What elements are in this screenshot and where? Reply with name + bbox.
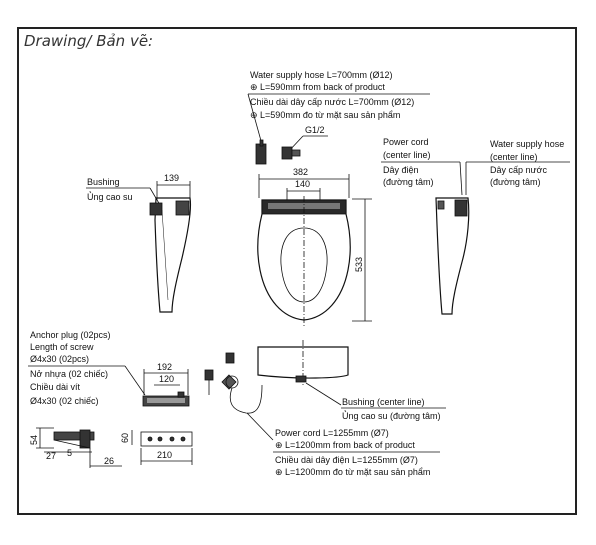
bushing-center-en: Bushing (center line) [342,397,425,407]
water-hose-side-line2: (center line) [490,152,538,162]
water-hose-line3: Chiều dài dây cấp nước L=700mm (Ø12) [250,97,414,107]
power-cord-side-line1: Power cord [383,137,429,147]
drawing-heading: Drawing/ Bản vẽ: [24,32,154,50]
left-side-view: Bushing Ủng cao su 139 [86,173,192,313]
mounting-plate-top: 192 120 [142,362,190,407]
water-hose-side-line4: (đường tâm) [490,177,540,187]
bushing-center-vi: Ủng cao su (đường tâm) [342,410,440,421]
water-hose-callout: Water supply hose L=700mm (Ø12) ⊕ L=590m… [247,70,430,149]
top-view: 382 140 533 [257,167,372,326]
dim-26: 26 [104,456,114,466]
anchor-line2: Length of screw [30,342,94,352]
anchor-line4: Nở nhựa (02 chiếc) [30,369,108,379]
bracket-side: 54 27 5 26 [29,427,122,468]
water-hose-side-line1: Water supply hose [490,139,564,149]
anchor-line1: Anchor plug (02pcs) [30,330,111,340]
power-cord-line3: Chiều dài dây điện L=1255mm (Ø7) [275,455,418,465]
dim-210: 210 [157,450,172,460]
thread-label: G1/2 [305,125,325,135]
dim-139: 139 [164,173,179,183]
power-cord-side-line4: (đường tâm) [383,177,433,187]
power-cord-side-line2: (center line) [383,150,431,160]
anchor-line6: Ø4x30 (02 chiếc) [30,396,99,406]
anchor-line3: Ø4x30 (02pcs) [30,354,89,364]
dim-120: 120 [159,374,174,384]
thread-callout: G1/2 [287,125,328,153]
drawing-frame [17,27,577,515]
power-cord-callout: Power cord L=1255mm (Ø7) ⊕ L=1200mm from… [246,412,440,477]
dim-140: 140 [295,179,310,189]
dim-192: 192 [157,362,172,372]
dim-54: 54 [29,435,39,445]
anchor-callout: Anchor plug (02pcs) Length of screw Ø4x3… [28,330,146,406]
dim-27: 27 [46,451,56,461]
anchor-line5: Chiều dài vít [30,382,81,392]
dim-5: 5 [67,448,72,458]
power-cord-line4: ⊕ L=1200mm đo từ mặt sau sản phẩm [275,467,430,477]
power-cord-line1: Power cord L=1255mm (Ø7) [275,428,389,438]
dim-533: 533 [354,257,364,272]
mounting-plate-side: 60 210 [120,430,193,465]
water-hose-line2: ⊕ L=590mm from back of product [250,82,385,92]
dim-60: 60 [120,433,130,443]
front-view [204,340,349,414]
water-hose-side-line3: Dây cấp nước [490,165,547,175]
bushing-left-vi: Ủng cao su [87,191,133,202]
bushing-left-en: Bushing [87,177,120,187]
power-cord-side-line3: Dây điện [383,165,419,175]
water-hose-line1: Water supply hose L=700mm (Ø12) [250,70,392,80]
right-side-view: Power cord (center line) Dây điện (đường… [381,137,570,315]
dim-382: 382 [293,167,308,177]
water-hose-line4: ⊕ L=590mm đo từ mặt sau sản phẩm [250,110,400,120]
hose-fittings [255,139,301,165]
bushing-center-callout: Bushing (center line) Ủng cao su (đường … [305,382,446,421]
power-cord-line2: ⊕ L=1200mm from back of product [275,440,415,450]
